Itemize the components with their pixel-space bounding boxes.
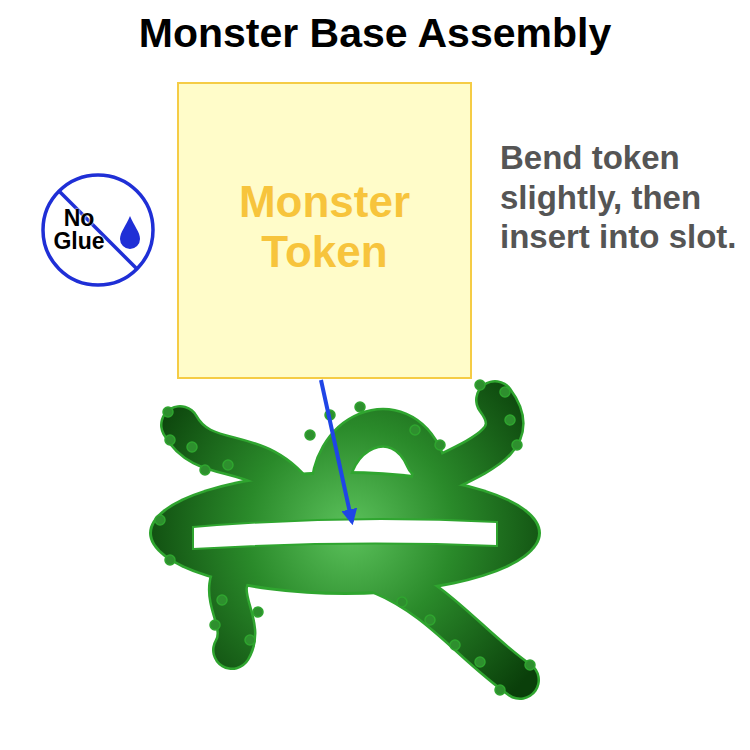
tentacle-bump [425,615,435,625]
tentacle-bump [500,387,510,397]
symbol-label: No Glue [48,207,110,253]
tentacle-bump [245,635,255,645]
water-drop [120,216,140,249]
monster-token-box: Monster Token [177,82,472,379]
tentacle-bump [475,657,485,667]
tentacle-bump [512,440,522,450]
tentacle-bump [495,685,505,695]
tentacle-bump [217,595,227,605]
tentacle-bump [505,415,515,425]
tentacle-bump [187,442,197,452]
tentacle-bump [475,380,485,390]
monster-base [149,380,541,695]
tentacle-bump [155,515,165,525]
tentacle-bump [200,465,210,475]
token-label: Monster Token [200,177,450,276]
tentacle-bump [435,440,445,450]
tentacle-bump [355,402,365,412]
tentacle-bump [165,555,175,565]
no-glue-symbol: No Glue [40,172,156,288]
tentacle-bump [305,430,315,440]
tentacle-bump [210,620,220,630]
tentacle-bump [410,425,420,435]
tentacle-bump [525,660,535,670]
token-slot [193,519,497,549]
tentacle-bump [223,460,233,470]
instruction-note: Bend token slightly, then insert into sl… [500,138,742,257]
diagram-title: Monster Base Assembly [0,10,750,57]
tentacle-bump [163,407,173,417]
tentacle-bump [397,597,407,607]
tentacle-bump [253,607,263,617]
tentacle-bump [165,435,175,445]
tentacle-bump [450,640,460,650]
insert-arrow [321,380,352,522]
